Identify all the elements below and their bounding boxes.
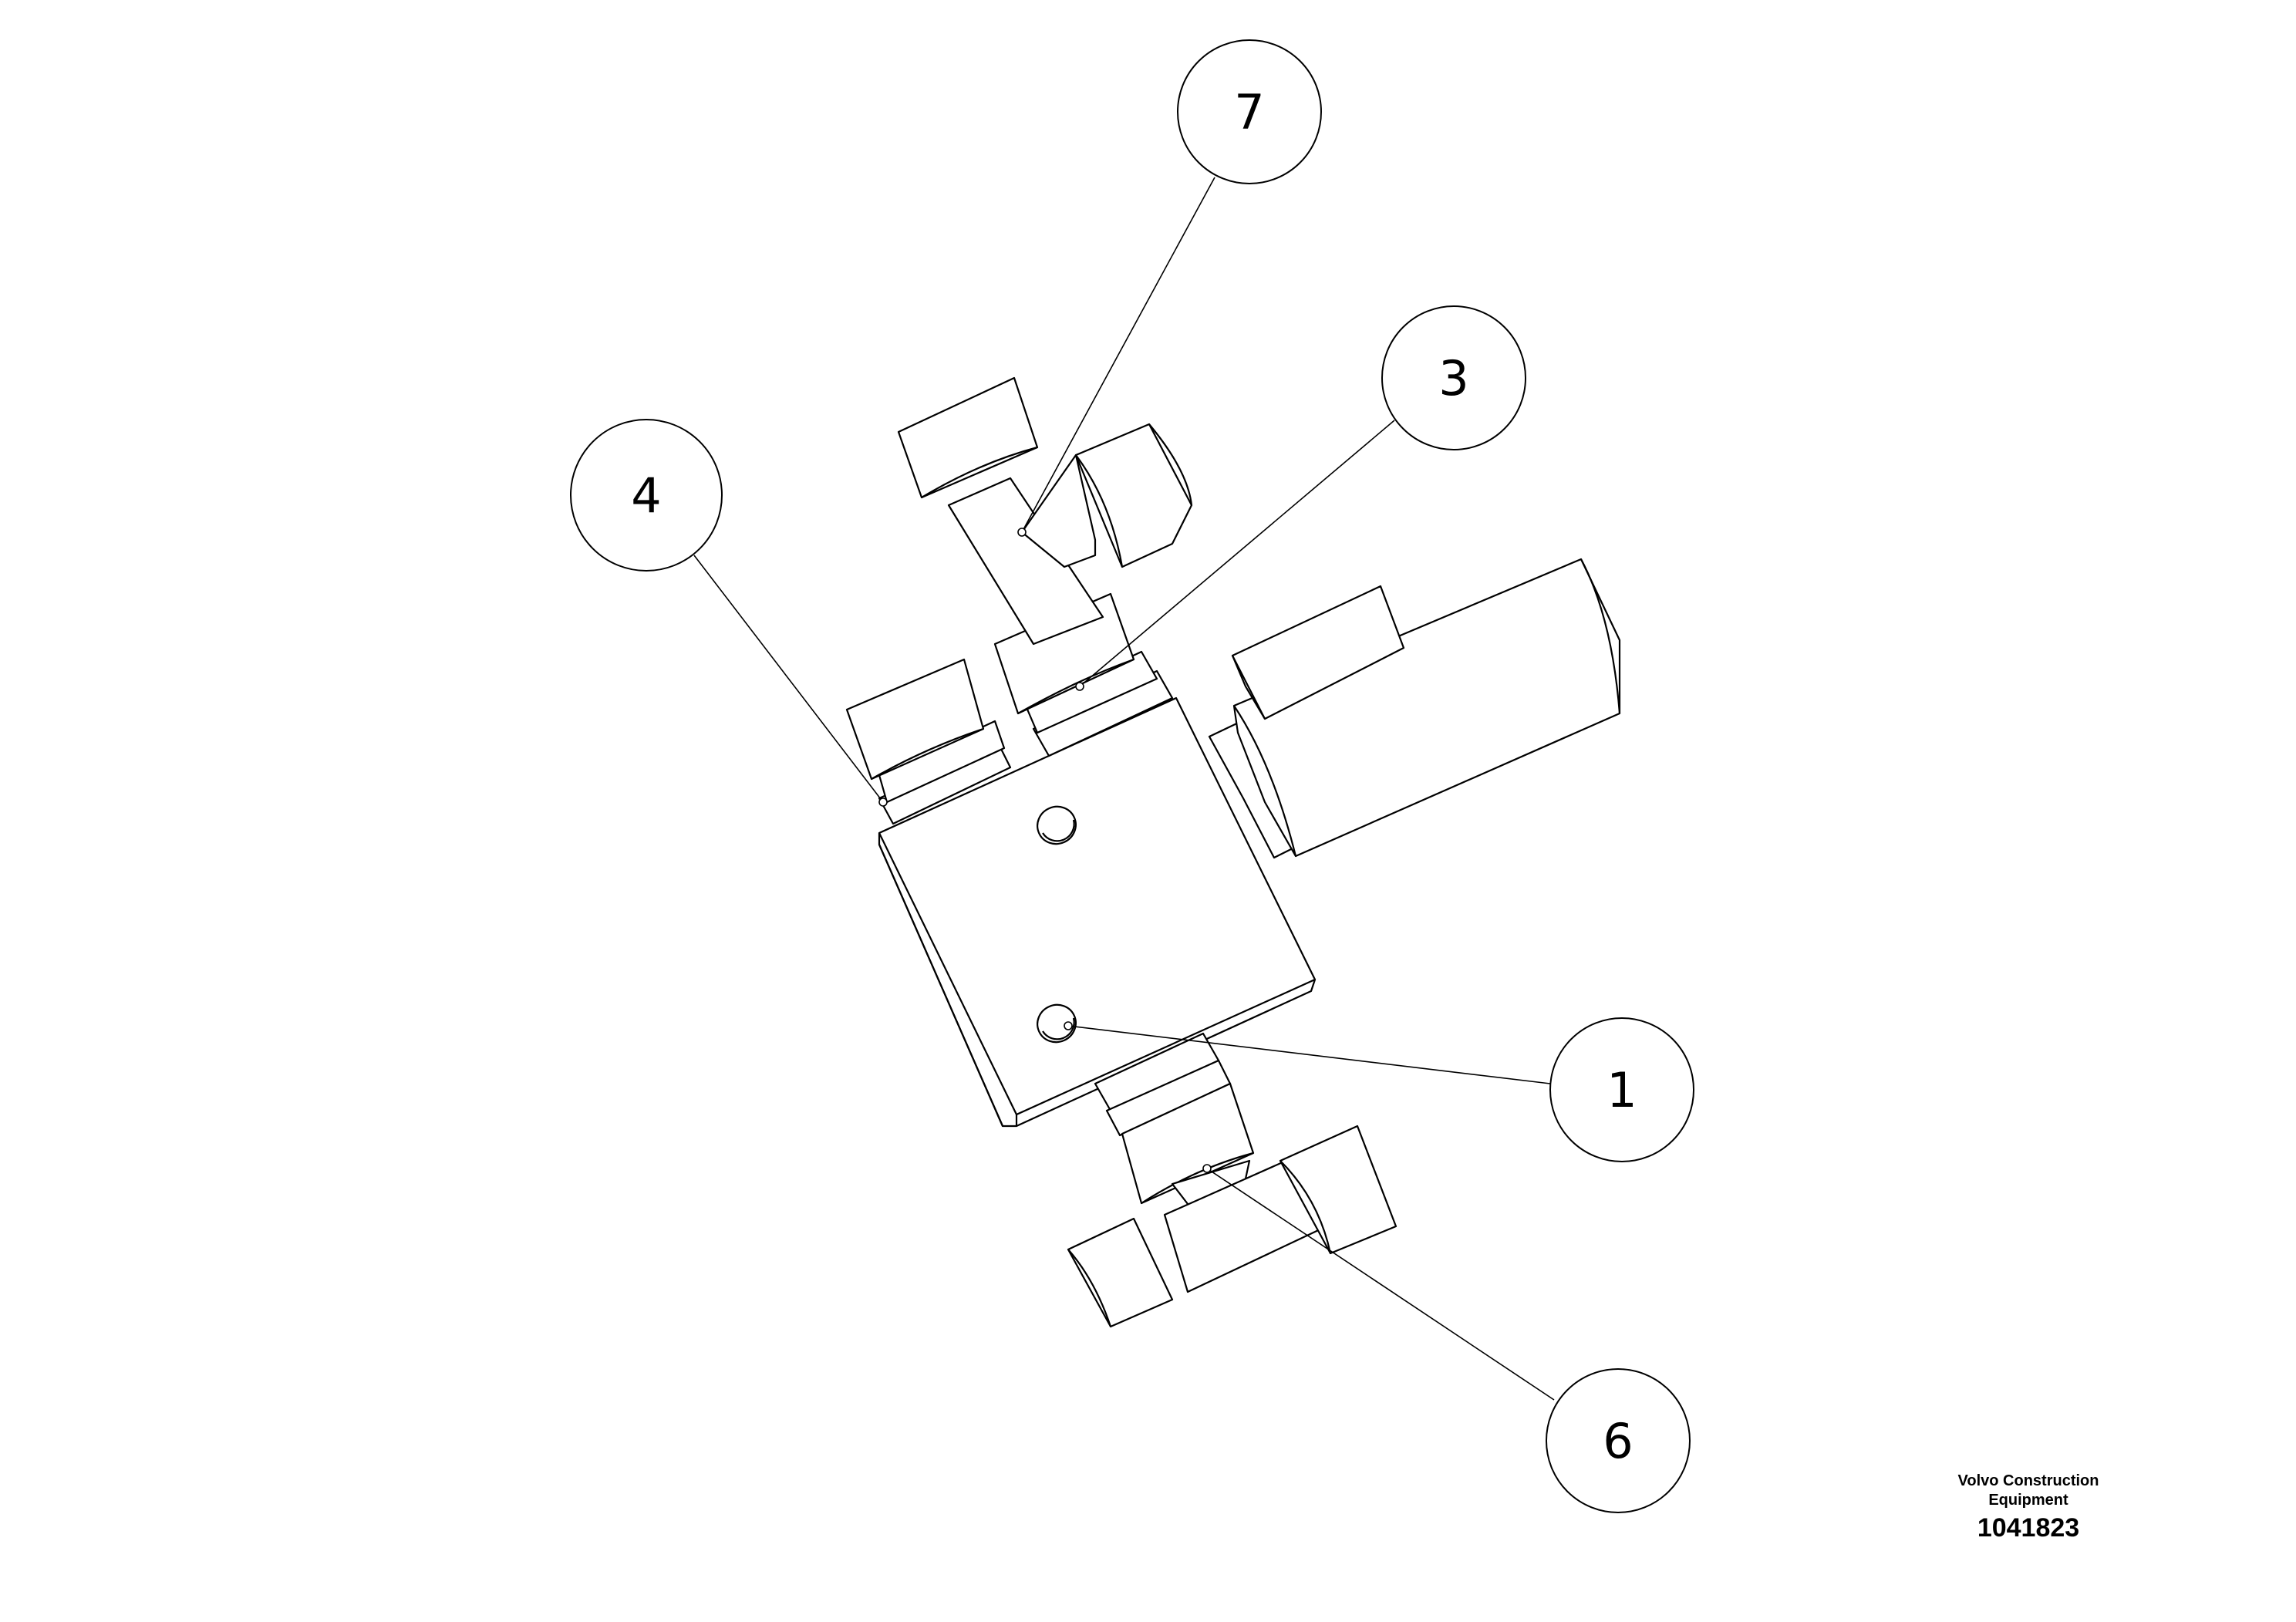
leader-line-4 [693,555,884,803]
document-number: 1041823 [1977,1513,2080,1543]
leader-line-6 [1206,1168,1555,1401]
callout-6: 6 [1546,1368,1691,1513]
callout-7: 7 [1177,39,1322,184]
leader-lines [693,177,1555,1401]
callout-1: 1 [1549,1017,1694,1162]
leader-line-7 [1021,177,1215,533]
elbow-fitting-upper-left [845,658,1012,825]
callout-label-7: 7 [1234,84,1264,140]
leader-line-1 [1067,1025,1551,1084]
leader-line-3 [1079,420,1395,687]
adapter-fitting-upper [947,477,1174,757]
solenoid-valve [1208,558,1621,859]
company-name-line-2: Equipment [1988,1492,2068,1509]
tee-fitting-upper [897,376,1193,568]
tee-fitting-lower [1067,1125,1397,1328]
valve-block [878,696,1317,1128]
company-name: Volvo Construction Equipment [1936,1472,2121,1510]
port-hole-lower [1037,1003,1077,1044]
port-hole-upper [1037,805,1077,845]
callout-label-3: 3 [1438,350,1468,406]
callout-label-1: 1 [1607,1062,1637,1118]
company-name-line-1: Volvo Construction [1957,1472,2099,1489]
callout-4: 4 [570,419,723,572]
callout-label-6: 6 [1603,1413,1633,1469]
solenoid-coil-cap [1231,585,1405,720]
callout-3: 3 [1381,305,1526,450]
callout-label-4: 4 [631,467,661,524]
adapter-fitting-lower [1094,1032,1255,1205]
